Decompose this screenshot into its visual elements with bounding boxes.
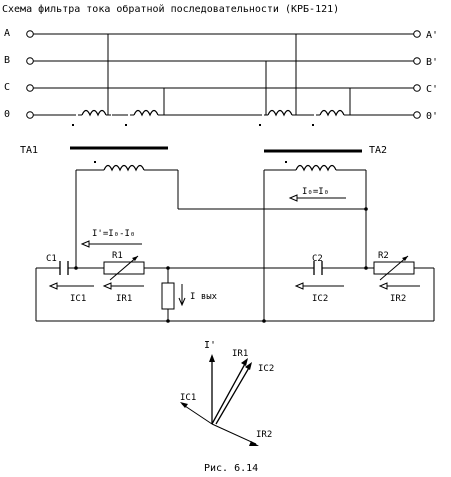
vector-i-c1 <box>181 403 213 425</box>
vec-label-i-prime: I' <box>204 340 216 351</box>
capacitor-c1 <box>59 261 69 275</box>
i-r2-label: IR2 <box>390 294 406 304</box>
vec-label-i-c2: IC2 <box>258 364 274 374</box>
terminal-c-right <box>413 84 421 92</box>
phase-label-a-prime: A' <box>426 30 438 41</box>
terminal-0-right <box>413 111 421 119</box>
ta1-secondary <box>75 161 366 268</box>
ta2-polarity-dot-2 <box>312 124 314 126</box>
phase-lines <box>26 30 421 119</box>
vector-i-r2 <box>211 423 257 445</box>
i-a-equation: I₀=I₀ <box>302 187 329 197</box>
i-out-label: I вых <box>190 292 218 302</box>
main-circuit <box>35 267 435 322</box>
ta2-secondary <box>263 161 367 321</box>
i-c1-label: IC1 <box>70 294 86 304</box>
i-r1-label: IR1 <box>116 294 132 304</box>
ta2-primary-windings <box>259 34 351 126</box>
terminal-0-left <box>26 111 34 119</box>
i-c2-label: IC2 <box>312 294 328 304</box>
phase-label-c: C <box>4 82 10 93</box>
vector-i-r1 <box>211 361 247 425</box>
phase-label-0-prime: 0' <box>426 111 438 122</box>
diagram-title: Схема фильтра тока обратной последовател… <box>2 3 339 15</box>
terminal-a-left <box>26 30 34 38</box>
vector-diagram <box>180 354 259 446</box>
output-load <box>161 282 186 310</box>
resistor-r2 <box>373 255 415 281</box>
vec-label-i-r1: IR1 <box>232 349 248 359</box>
i-prime-equation: I'=I₀-I₀ <box>92 229 135 239</box>
terminal-b-left <box>26 57 34 65</box>
r1-label: R1 <box>112 251 123 261</box>
phase-label-b-prime: B' <box>426 57 438 68</box>
terminal-c-left <box>26 84 34 92</box>
resistor-r1 <box>103 255 145 281</box>
phase-label-a: A <box>4 28 10 39</box>
phase-label-0: 0 <box>4 109 10 120</box>
figure-caption: Рис. 6.14 <box>204 463 258 474</box>
ta1-primary-windings <box>72 34 165 126</box>
ta1-label: TA1 <box>20 145 38 156</box>
terminal-a-right <box>413 30 421 38</box>
vec-label-i-r2: IR2 <box>256 430 272 440</box>
c2-label: C2 <box>312 254 323 264</box>
capacitor-c2 <box>313 261 323 275</box>
c1-label: C1 <box>46 254 57 264</box>
ta2-polarity-dot <box>259 124 261 126</box>
phase-label-c-prime: C' <box>426 84 438 95</box>
ta2-label: TA2 <box>369 145 387 156</box>
branch-current-arrows <box>48 282 420 290</box>
phase-label-b: B <box>4 55 10 66</box>
terminal-b-right <box>413 57 421 65</box>
junction-dots <box>74 207 368 323</box>
vec-label-i-c1: IC1 <box>180 393 196 403</box>
ta1-polarity-dot <box>72 124 74 126</box>
vector-i-c2 <box>215 365 251 425</box>
ta1-polarity-dot-2 <box>125 124 127 126</box>
r2-label: R2 <box>378 251 389 261</box>
